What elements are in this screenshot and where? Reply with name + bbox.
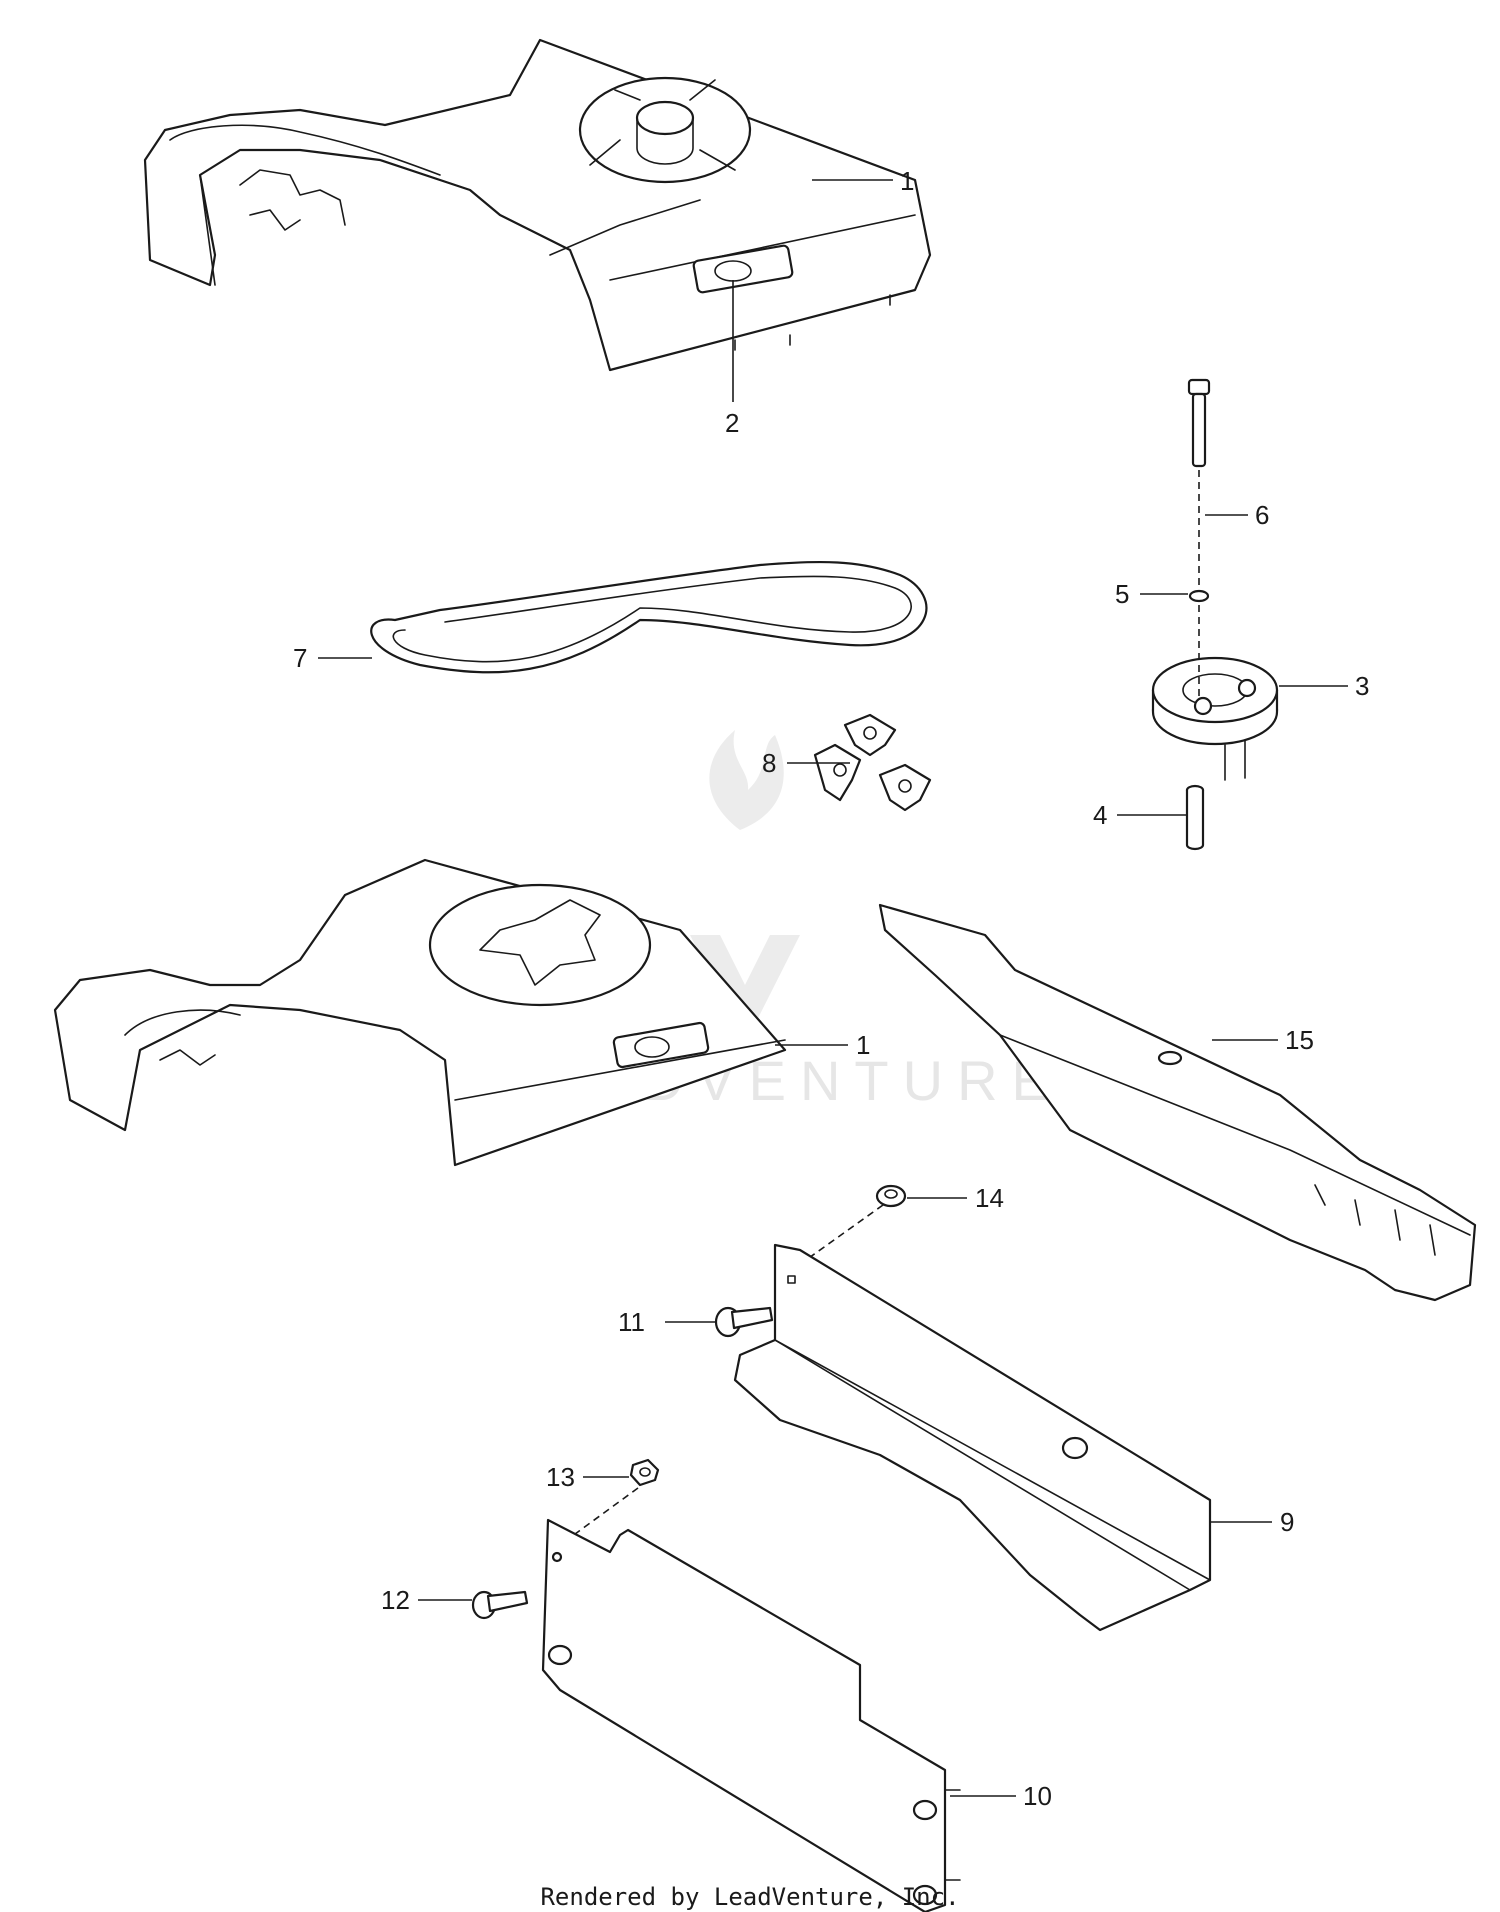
washer (1188, 589, 1210, 603)
carriage-bolt-upper (714, 1306, 774, 1338)
belt-cover-middle (53, 858, 787, 1167)
callout-8: 8 (762, 748, 776, 778)
callout-12: 12 (381, 1585, 410, 1615)
callout-4: 4 (1093, 800, 1107, 830)
watermark-v-logo (690, 935, 800, 1030)
decal-label (692, 244, 794, 294)
callout-7: 7 (293, 643, 307, 673)
knobs (813, 713, 932, 812)
bolt (1187, 378, 1211, 468)
callout-3: 3 (1355, 671, 1369, 701)
watermark-flame-icon (709, 730, 784, 830)
flange-nut (875, 1184, 907, 1208)
callout-numbers: 1 2 6 5 3 7 8 4 1 15 14 11 9 13 12 10 (293, 166, 1369, 1811)
v-belt (370, 560, 928, 674)
decal-label (612, 1021, 710, 1069)
callout-5: 5 (1115, 579, 1129, 609)
callout-1-mid: 1 (856, 1030, 870, 1060)
callout-1-top: 1 (900, 166, 914, 196)
bracket (733, 1243, 1212, 1632)
pulley (1151, 656, 1279, 781)
callout-6: 6 (1255, 500, 1269, 530)
carriage-bolt-lower (471, 1590, 529, 1620)
callout-11: 11 (618, 1307, 645, 1337)
callout-13: 13 (546, 1462, 575, 1492)
belt-cover-top (143, 38, 932, 372)
callout-9: 9 (1280, 1507, 1294, 1537)
footer-credit: Rendered by LeadVenture, Inc. (540, 1883, 959, 1911)
mounting-plate (541, 1518, 961, 1912)
mower-blade (878, 903, 1477, 1302)
leader-lines (318, 179, 1348, 1797)
callout-2: 2 (725, 408, 739, 438)
callout-10: 10 (1023, 1781, 1052, 1811)
spacer (1185, 784, 1205, 851)
callout-14: 14 (975, 1183, 1004, 1213)
callout-15: 15 (1285, 1025, 1314, 1055)
hex-nut (629, 1458, 660, 1487)
